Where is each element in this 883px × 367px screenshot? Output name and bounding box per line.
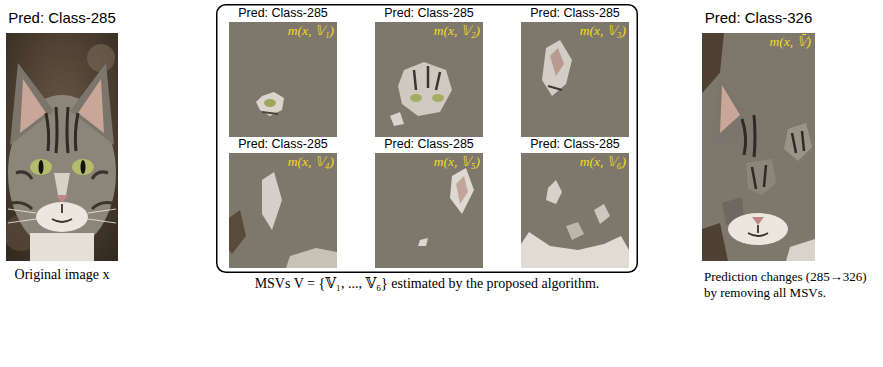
image-panel: Pred: Class-326m(x, 𝕍̄)Prediction change… [702, 33, 815, 261]
masked-cat-photo [702, 33, 815, 261]
mask-label: m(x, 𝕍₃) [546, 23, 626, 39]
masked-panel: Pred: Class-285m(x, 𝕍₂) [375, 22, 483, 137]
cat-photo [6, 33, 118, 261]
mask-label: m(x, 𝕍₂) [400, 23, 480, 39]
figure-caption: MSVs V = {𝕍₁, ..., 𝕍₆} estimated by the … [176, 276, 678, 293]
prediction-label: Pred: Class-285 [363, 6, 495, 21]
mask-label: m(x, 𝕍₄) [254, 154, 334, 170]
mask-label: m(x, 𝕍₅) [400, 154, 480, 170]
masked-panel: Pred: Class-285m(x, 𝕍₁) [229, 22, 337, 137]
prediction-label: Pred: Class-285 [363, 137, 495, 152]
mask-label: m(x, 𝕍₆) [546, 154, 626, 170]
masked-panel: Pred: Class-285m(x, 𝕍₆) [521, 153, 629, 268]
masked-panel: Pred: Class-285m(x, 𝕍₅) [375, 153, 483, 268]
masked-panel: Pred: Class-285m(x, 𝕍₄) [229, 153, 337, 268]
frame-box: MSVs V = {𝕍₁, ..., 𝕍₆} estimated by the … [216, 4, 638, 273]
prediction-label: Pred: Class-326 [688, 9, 829, 27]
mask-label: m(x, 𝕍₁) [254, 23, 334, 39]
image-caption: Original image x [0, 267, 132, 284]
mask-label: m(x, 𝕍̄) [731, 34, 811, 50]
prediction-label: Pred: Class-285 [217, 6, 349, 21]
prediction-label: Pred: Class-285 [217, 137, 349, 152]
image-panel: Pred: Class-285Original image x [6, 33, 118, 261]
prediction-label: Pred: Class-285 [509, 137, 641, 152]
masked-panel: Pred: Class-285m(x, 𝕍₃) [521, 22, 629, 137]
prediction-label: Pred: Class-285 [509, 6, 641, 21]
prediction-label: Pred: Class-285 [0, 9, 132, 27]
result-note: Prediction changes (285→326) by removing… [704, 269, 876, 302]
